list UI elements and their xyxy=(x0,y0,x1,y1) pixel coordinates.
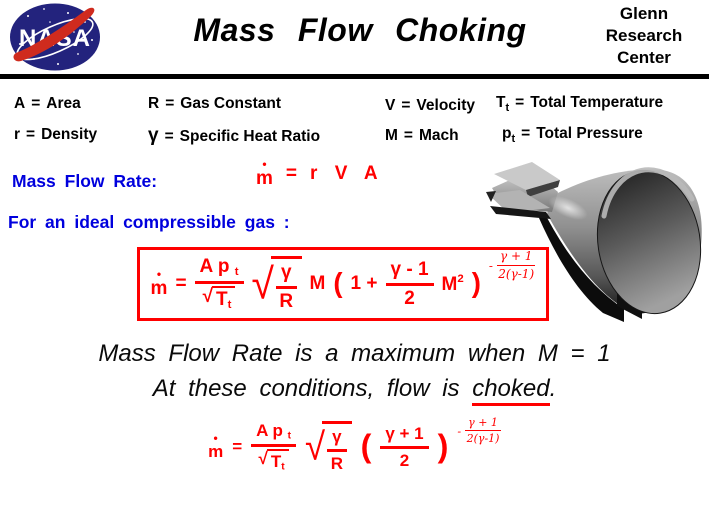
exponent: - γ + 1 2(γ-1) xyxy=(488,249,536,282)
statement-line-2: At these conditions, flow is choked. xyxy=(0,375,709,406)
definition-text: Mach xyxy=(418,127,459,144)
compressible-mass-flow-equation-box: • m = A p t √ Tt √ γ R M ( 1 + γ - 1 2 xyxy=(137,247,549,321)
definition-total-pressure: pt = Total Pressure xyxy=(502,125,643,145)
equals-sign: = xyxy=(515,94,525,111)
nozzle-image xyxy=(486,162,702,322)
definition-velocity: V = Velocity xyxy=(385,97,475,117)
gamma-plus-one-fraction: γ + 1 2 xyxy=(380,424,429,470)
header-divider xyxy=(0,74,709,79)
mass-flow-rate-equation: • m = r V A xyxy=(256,157,384,189)
fraction-numerator: A p t xyxy=(251,421,297,448)
choked-flow-equation-wrap: • m = A p t √ Tt √ γ R ( γ + 1 2 ) xyxy=(0,416,709,474)
definition-specific-heat-ratio: γ = Specific Heat Ratio xyxy=(148,125,320,149)
definition-text: Area xyxy=(46,95,81,112)
radical-sign: √ xyxy=(258,449,268,469)
exponent-sign: - xyxy=(457,424,462,438)
definition-text: Total Pressure xyxy=(536,125,643,142)
symbol: V xyxy=(385,97,396,114)
symbol: M xyxy=(385,127,398,144)
radicand: Tt xyxy=(266,449,289,473)
statement-line-2-text: At these conditions, flow is xyxy=(152,375,460,402)
radicand: Tt xyxy=(212,286,236,312)
equals-sign: = xyxy=(31,95,41,112)
mach-symbol: M xyxy=(309,273,326,294)
m-dot-symbol: • m xyxy=(256,157,274,189)
equals-sign: = xyxy=(285,163,299,184)
exponent-sign: - xyxy=(488,259,493,273)
exponent: - γ + 1 2(γ-1) xyxy=(457,415,501,446)
definition-density: r = Density xyxy=(14,126,97,146)
choked-flow-equation: • m = A p t √ Tt √ γ R ( γ + 1 2 ) xyxy=(208,416,501,474)
definition-text: Velocity xyxy=(416,97,475,114)
org-line: Glenn xyxy=(619,4,669,23)
radical-sign: √ xyxy=(202,286,214,307)
symbol: A xyxy=(14,95,26,112)
org-line: Center xyxy=(617,48,671,67)
definition-text: Density xyxy=(41,126,98,143)
equals-sign: = xyxy=(401,97,411,114)
one-plus: 1 + xyxy=(350,273,378,294)
definition-gas-constant: R = Gas Constant xyxy=(148,95,281,115)
definition-mach: M = Mach xyxy=(385,127,459,147)
gamma-over-r-fraction: γ R xyxy=(327,427,347,473)
gamma-over-r-radical: √ γ R xyxy=(251,255,302,313)
area-pressure-fraction: A p t √ Tt xyxy=(251,421,297,474)
gamma-over-r-radical: √ γ R xyxy=(305,421,352,473)
equals-sign: = xyxy=(26,126,36,143)
m-dot-symbol: • m xyxy=(150,267,168,299)
fraction-denominator: √ Tt xyxy=(203,284,236,312)
org-line: Research xyxy=(605,26,683,45)
gamma-over-r-fraction: γ R xyxy=(275,262,297,313)
radical-sign: √ xyxy=(305,424,326,468)
definition-text: Total Temperature xyxy=(530,94,664,111)
symbol: R xyxy=(148,95,160,112)
equals-sign: = xyxy=(521,125,531,142)
definition-text: Gas Constant xyxy=(180,95,282,112)
mach-squared: M2 xyxy=(441,272,464,295)
radicand: γ R xyxy=(270,255,302,313)
statement-period: . xyxy=(549,375,557,402)
m-dot-symbol: • m xyxy=(208,431,224,462)
symbol: pt xyxy=(502,125,516,146)
fraction-denominator: √ Tt xyxy=(259,447,289,473)
statement-line-1: Mass Flow Rate is a maximum when M = 1 xyxy=(98,340,611,367)
radicand: γ R xyxy=(322,421,352,473)
definition-text: Specific Heat Ratio xyxy=(179,128,321,145)
compressible-mass-flow-equation: • m = A p t √ Tt √ γ R M ( 1 + γ - 1 2 xyxy=(150,249,536,313)
close-paren: ) xyxy=(437,428,449,465)
symbol: r xyxy=(14,126,21,143)
definition-total-temperature: Tt = Total Temperature xyxy=(496,94,663,114)
fraction-numerator: A p t xyxy=(194,256,244,284)
area-pressure-fraction: A p t √ Tt xyxy=(194,256,244,312)
mass-flow-rate-label: Mass Flow Rate: xyxy=(12,171,158,191)
nasa-logo-swoosh xyxy=(13,7,95,62)
definition-area: A = Area xyxy=(14,95,81,115)
radical-sign: √ xyxy=(251,259,274,308)
symbol: Tt xyxy=(496,94,510,115)
gamma-symbol: γ xyxy=(148,125,159,146)
equals-sign: = xyxy=(403,127,413,144)
equals-sign: = xyxy=(165,95,175,112)
ideal-gas-label: For an ideal compressible gas : xyxy=(8,212,290,232)
org-name: Glenn Research Center xyxy=(582,3,706,69)
equals-sign: = xyxy=(232,437,243,457)
exponent-fraction: γ + 1 2(γ-1) xyxy=(465,415,501,446)
equals-sign: = xyxy=(164,128,174,145)
equation-rhs: r V A xyxy=(310,163,384,184)
exponent-fraction: γ + 1 2(γ-1) xyxy=(496,249,536,281)
open-paren: ( xyxy=(360,428,372,465)
gamma-minus-one-fraction: γ - 1 2 xyxy=(385,259,434,310)
open-paren: ( xyxy=(333,267,343,299)
nasa-logo: NASA xyxy=(10,3,100,71)
page-title: Mass Flow Choking xyxy=(193,12,527,48)
choked-underlined-word: choked xyxy=(472,375,550,406)
close-paren: ) xyxy=(471,267,481,299)
equals-sign: = xyxy=(175,273,187,294)
